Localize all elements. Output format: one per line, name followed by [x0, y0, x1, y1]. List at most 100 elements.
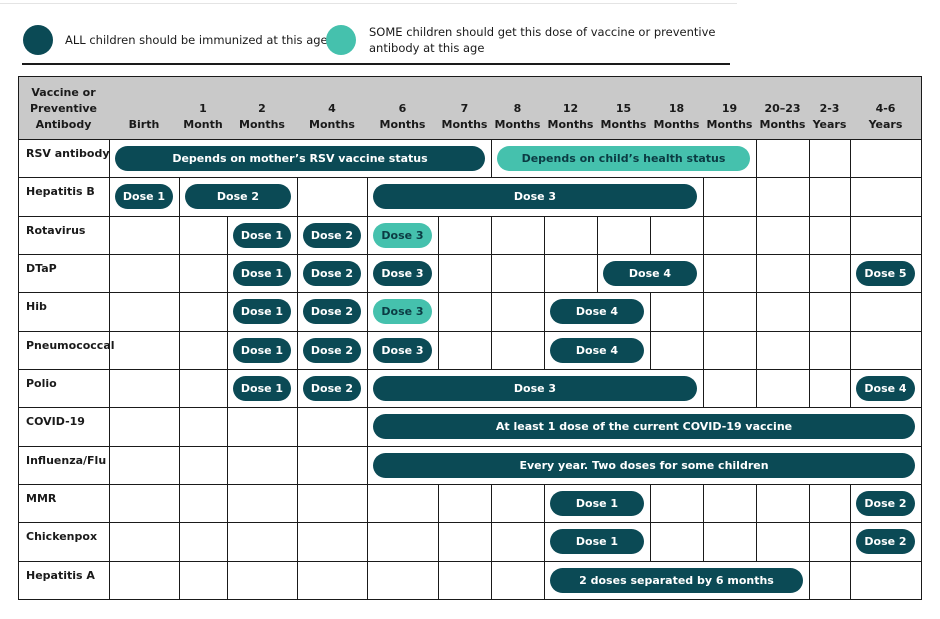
grid-vline-2-r3	[178, 254, 180, 292]
grid-vline-3-r3	[226, 254, 228, 292]
grid-vline-13-r11	[808, 561, 810, 599]
grid-vline-2-r1	[178, 177, 180, 216]
header-column-9-line-0: 18	[668, 102, 685, 115]
header-column-9-line-1: Months	[653, 118, 700, 131]
grid-vline-11-r2	[702, 216, 704, 254]
grid-vline-7-r9	[490, 484, 492, 522]
dose-pill-r2-1: Dose 2	[303, 223, 361, 248]
grid-vline-2-r2	[178, 216, 180, 254]
grid-vline-7-r4	[490, 292, 492, 331]
header-column-4-line-1: Months	[379, 118, 426, 131]
grid-vline-3-r9	[226, 484, 228, 522]
header-column-10-line-0: 19	[721, 102, 738, 115]
dose-pill-r5-2: Dose 3	[373, 338, 432, 363]
header-column-8-line-1: Months	[600, 118, 647, 131]
grid-vline-5-r6	[366, 369, 368, 407]
grid-vline-7-r3	[490, 254, 492, 292]
grid-vline-10-r10	[649, 522, 651, 561]
grid-vline-4-r4	[296, 292, 298, 331]
row-label-9: MMR	[26, 492, 57, 505]
grid-vline-1	[108, 139, 110, 599]
row-label-3: DTaP	[26, 262, 57, 275]
dose-pill-r4-0: Dose 1	[233, 299, 291, 324]
grid-vline-15	[920, 76, 922, 599]
grid-vline-12-r5	[755, 331, 757, 369]
header-column-12-line-1: Years	[812, 118, 847, 131]
dose-pill-r5-3: Dose 4	[550, 338, 644, 363]
grid-vline-5-r9	[366, 484, 368, 522]
dose-pill-r0-1: Depends on child’s health status	[497, 146, 750, 171]
legend-some-line1: SOME children should get this dose of va…	[369, 25, 716, 39]
grid-vline-14-r9	[849, 484, 851, 522]
grid-hline-1	[18, 138, 922, 140]
row-label-11: Hepatitis A	[26, 569, 95, 582]
grid-hline-10	[18, 483, 922, 485]
grid-vline-11-r10	[702, 522, 704, 561]
grid-vline-5-r3	[366, 254, 368, 292]
grid-hline-6	[18, 330, 922, 332]
grid-vline-14-r11	[849, 561, 851, 599]
grid-vline-13-r9	[808, 484, 810, 522]
grid-vline-9-r2	[596, 216, 598, 254]
grid-vline-14-r6	[849, 369, 851, 407]
grid-vline-4-r11	[296, 561, 298, 599]
grid-vline-14-r3	[849, 254, 851, 292]
header-column-13-line-0: 4-6	[875, 102, 896, 115]
grid-vline-3-r5	[226, 331, 228, 369]
grid-vline-13-r0	[808, 139, 810, 177]
legend-some-dot	[326, 25, 356, 55]
grid-vline-0	[17, 76, 19, 599]
header-column-2-line-0: 2	[258, 102, 266, 115]
row-label-0: RSV antibody	[26, 147, 110, 160]
dose-pill-r6-1: Dose 2	[303, 376, 361, 401]
header-column-11-line-1: Months	[759, 118, 806, 131]
grid-hline-0	[18, 75, 922, 77]
grid-vline-11-r3	[702, 254, 704, 292]
grid-vline-5-r4	[366, 292, 368, 331]
grid-vline-10-r9	[649, 484, 651, 522]
row-label-2: Rotavirus	[26, 224, 86, 237]
grid-hline-12	[18, 560, 922, 562]
grid-vline-12-r4	[755, 292, 757, 331]
dose-pill-r3-3: Dose 4	[603, 261, 697, 286]
legend-all-text: ALL children should be immunized at this…	[65, 33, 332, 47]
grid-hline-13	[18, 598, 922, 600]
header-column-6-line-0: 8	[513, 102, 522, 115]
grid-vline-12-r6	[755, 369, 757, 407]
grid-vline-6-r10	[437, 522, 439, 561]
grid-vline-6-r11	[437, 561, 439, 599]
grid-vline-8-r5	[543, 331, 545, 369]
grid-vline-4-r2	[296, 216, 298, 254]
grid-vline-2-r11	[178, 561, 180, 599]
legend-some-text: SOME children should get this dose of va…	[369, 24, 715, 56]
grid-hline-7	[18, 368, 922, 370]
grid-vline-4-r8	[296, 446, 298, 484]
grid-vline-4-r3	[296, 254, 298, 292]
header-column-11-line-0: 20–23	[764, 102, 801, 115]
dose-pill-r6-3: Dose 4	[856, 376, 915, 401]
row-label-6: Polio	[26, 377, 57, 390]
grid-vline-7-r10	[490, 522, 492, 561]
dose-pill-r4-3: Dose 4	[550, 299, 644, 324]
grid-hline-3	[18, 215, 922, 217]
header-column-3-line-1: Months	[309, 118, 355, 131]
dose-pill-r6-0: Dose 1	[233, 376, 291, 401]
grid-vline-12-r3	[755, 254, 757, 292]
dose-pill-r11-0: 2 doses separated by 6 months	[550, 568, 803, 593]
grid-vline-5-r2	[366, 216, 368, 254]
row-label-4: Hib	[26, 300, 47, 313]
dose-pill-r4-1: Dose 2	[303, 299, 361, 324]
grid-vline-3-r6	[226, 369, 228, 407]
dose-pill-r5-1: Dose 2	[303, 338, 361, 363]
row-label-5: Pneumococcal	[26, 339, 115, 352]
grid-vline-8-r2	[543, 216, 545, 254]
header-column-6-line-1: Months	[494, 118, 541, 131]
header-column-1-line-0: 1	[199, 102, 207, 115]
dose-pill-r6-2: Dose 3	[373, 376, 697, 401]
grid-vline-13-r5	[808, 331, 810, 369]
grid-vline-14-r1	[849, 177, 851, 216]
